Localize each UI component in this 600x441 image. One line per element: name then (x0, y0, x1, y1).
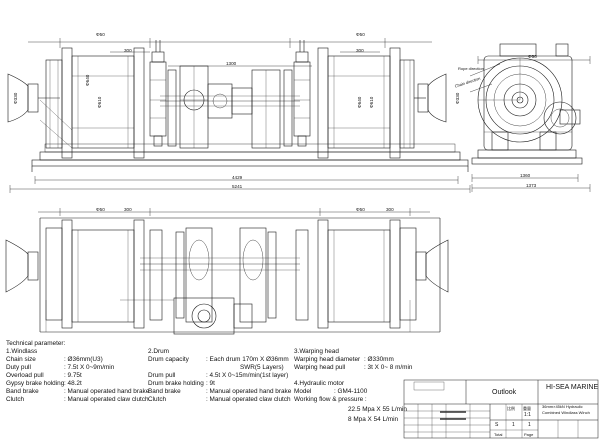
drum-label-4: Band brake (148, 388, 181, 395)
front-dim-phi330-left: Φ330 (13, 92, 18, 104)
drum-value-5: : Manual operated claw clutch (206, 396, 291, 403)
front-dim-phi640-right: Φ640 (357, 96, 362, 108)
hydraulic-flow-2: 8 Mpa X 54 L/min (348, 416, 399, 423)
hydraulic-heading: 4.Hydraulic motor (294, 380, 345, 387)
title-outlook: Outlook (492, 389, 517, 396)
warping-value-0: : Ø330mm (364, 356, 394, 363)
front-dim-phi330-right: Φ330 (455, 92, 460, 104)
front-dim-300-left: 300 (124, 48, 132, 53)
title-product-line2: Combined Windlass Winch (542, 410, 590, 415)
rope-direction-label: Rope direction (458, 66, 484, 71)
windlass-label-3: Gypsy brake holding (6, 380, 65, 387)
front-dim-300-right: 300 (356, 48, 364, 53)
windlass-value-1: : 7.5t X 0~9m/min (64, 364, 115, 371)
title-of: 1 (528, 422, 531, 428)
windlass-label-0: Chain size (6, 356, 36, 363)
side-dim-1373: 1373 (526, 183, 537, 188)
top-dim-300-right: 300 (386, 207, 394, 212)
top-view (5, 208, 449, 335)
hydraulic-label-0: Model (294, 388, 312, 395)
warping-value-1: : 3t X 0~ 8 m/min (364, 364, 413, 371)
front-dim-phi640-left: Φ640 (85, 74, 90, 86)
hydraulic-value-0: : GM4-1100 (334, 388, 368, 395)
drum-value-4: : Manual operated hand brake (206, 388, 292, 395)
top-dim-phi50-left: Φ50 (96, 207, 105, 212)
drum-value-2: : 4.5t X 0~15m/min(1st layer) (206, 372, 289, 379)
drum-label-5: Clutch (148, 396, 167, 403)
drum-value-3: : 9t (206, 380, 215, 387)
params-title: Technical parameter: (6, 340, 66, 347)
side-view (469, 43, 591, 192)
warping-label-0: Warping head diameter (294, 356, 361, 363)
front-dim-phi50-right: Φ50 (356, 32, 365, 37)
front-dim-5241: 5241 (232, 184, 243, 189)
windlass-value-3: : 48.2t (64, 380, 82, 387)
title-weight-label: 重量 (523, 406, 531, 411)
drum-label-2: Drum pull (148, 372, 176, 379)
title-stage: S (495, 422, 499, 428)
drum-value-1: SWR(5 Layers) (240, 364, 284, 371)
windlass-label-5: Clutch (6, 396, 25, 403)
front-dim-phi610-right: Φ610 (369, 96, 374, 108)
drum-value-0: : Each drum 170m X Ø36mm (206, 356, 289, 363)
windlass-label-2: Overload pull (6, 372, 44, 379)
drum-label-3: Drum brake holding (148, 380, 204, 387)
warping-heading: 3.Warping head (294, 348, 339, 355)
side-dim-1360: 1360 (520, 173, 531, 178)
front-dim-phi50-left: Φ50 (96, 32, 105, 37)
windlass-label-1: Duty pull (6, 364, 31, 371)
front-view (7, 38, 471, 193)
front-dim-4429: 4429 (232, 175, 243, 180)
windlass-value-5: : Manual operated claw clutch (64, 396, 149, 403)
title-scale-label: 比例 (507, 406, 515, 411)
windlass-heading: 1.Windlass (6, 348, 38, 355)
side-dim-top: Φ50 (528, 54, 537, 59)
top-dim-300-left: 300 (124, 207, 132, 212)
windlass-value-4: : Manual operated hand brake (64, 388, 150, 395)
warping-label-1: Warping head pull (294, 364, 346, 371)
title-sheet: 1 (512, 422, 515, 428)
title-scale: 1:1 (524, 412, 531, 418)
title-block (403, 379, 599, 439)
front-dim-1300: 1300 (226, 61, 237, 66)
title-page-label: Page (524, 432, 534, 437)
front-dim-phi610-left: Φ610 (97, 96, 102, 108)
hydraulic-label-1: Working flow & pressure : (294, 396, 367, 403)
hydraulic-flow-1: 22.5 Mpa X 55 L/min (348, 406, 407, 413)
drum-heading: 2.Drum (148, 348, 169, 355)
title-company: HI-SEA MARINE (546, 384, 599, 391)
title-product-line1: 36mm×45kN Hydraulic (542, 404, 583, 409)
windlass-value-0: : Ø36mm(U3) (64, 356, 103, 363)
drum-label-0: Drum capacity (148, 356, 189, 363)
top-dim-phi50-right: Φ50 (356, 207, 365, 212)
windlass-value-2: : 9.75t (64, 372, 82, 379)
windlass-label-4: Band brake (6, 388, 39, 395)
title-total-label: Total (494, 432, 503, 437)
